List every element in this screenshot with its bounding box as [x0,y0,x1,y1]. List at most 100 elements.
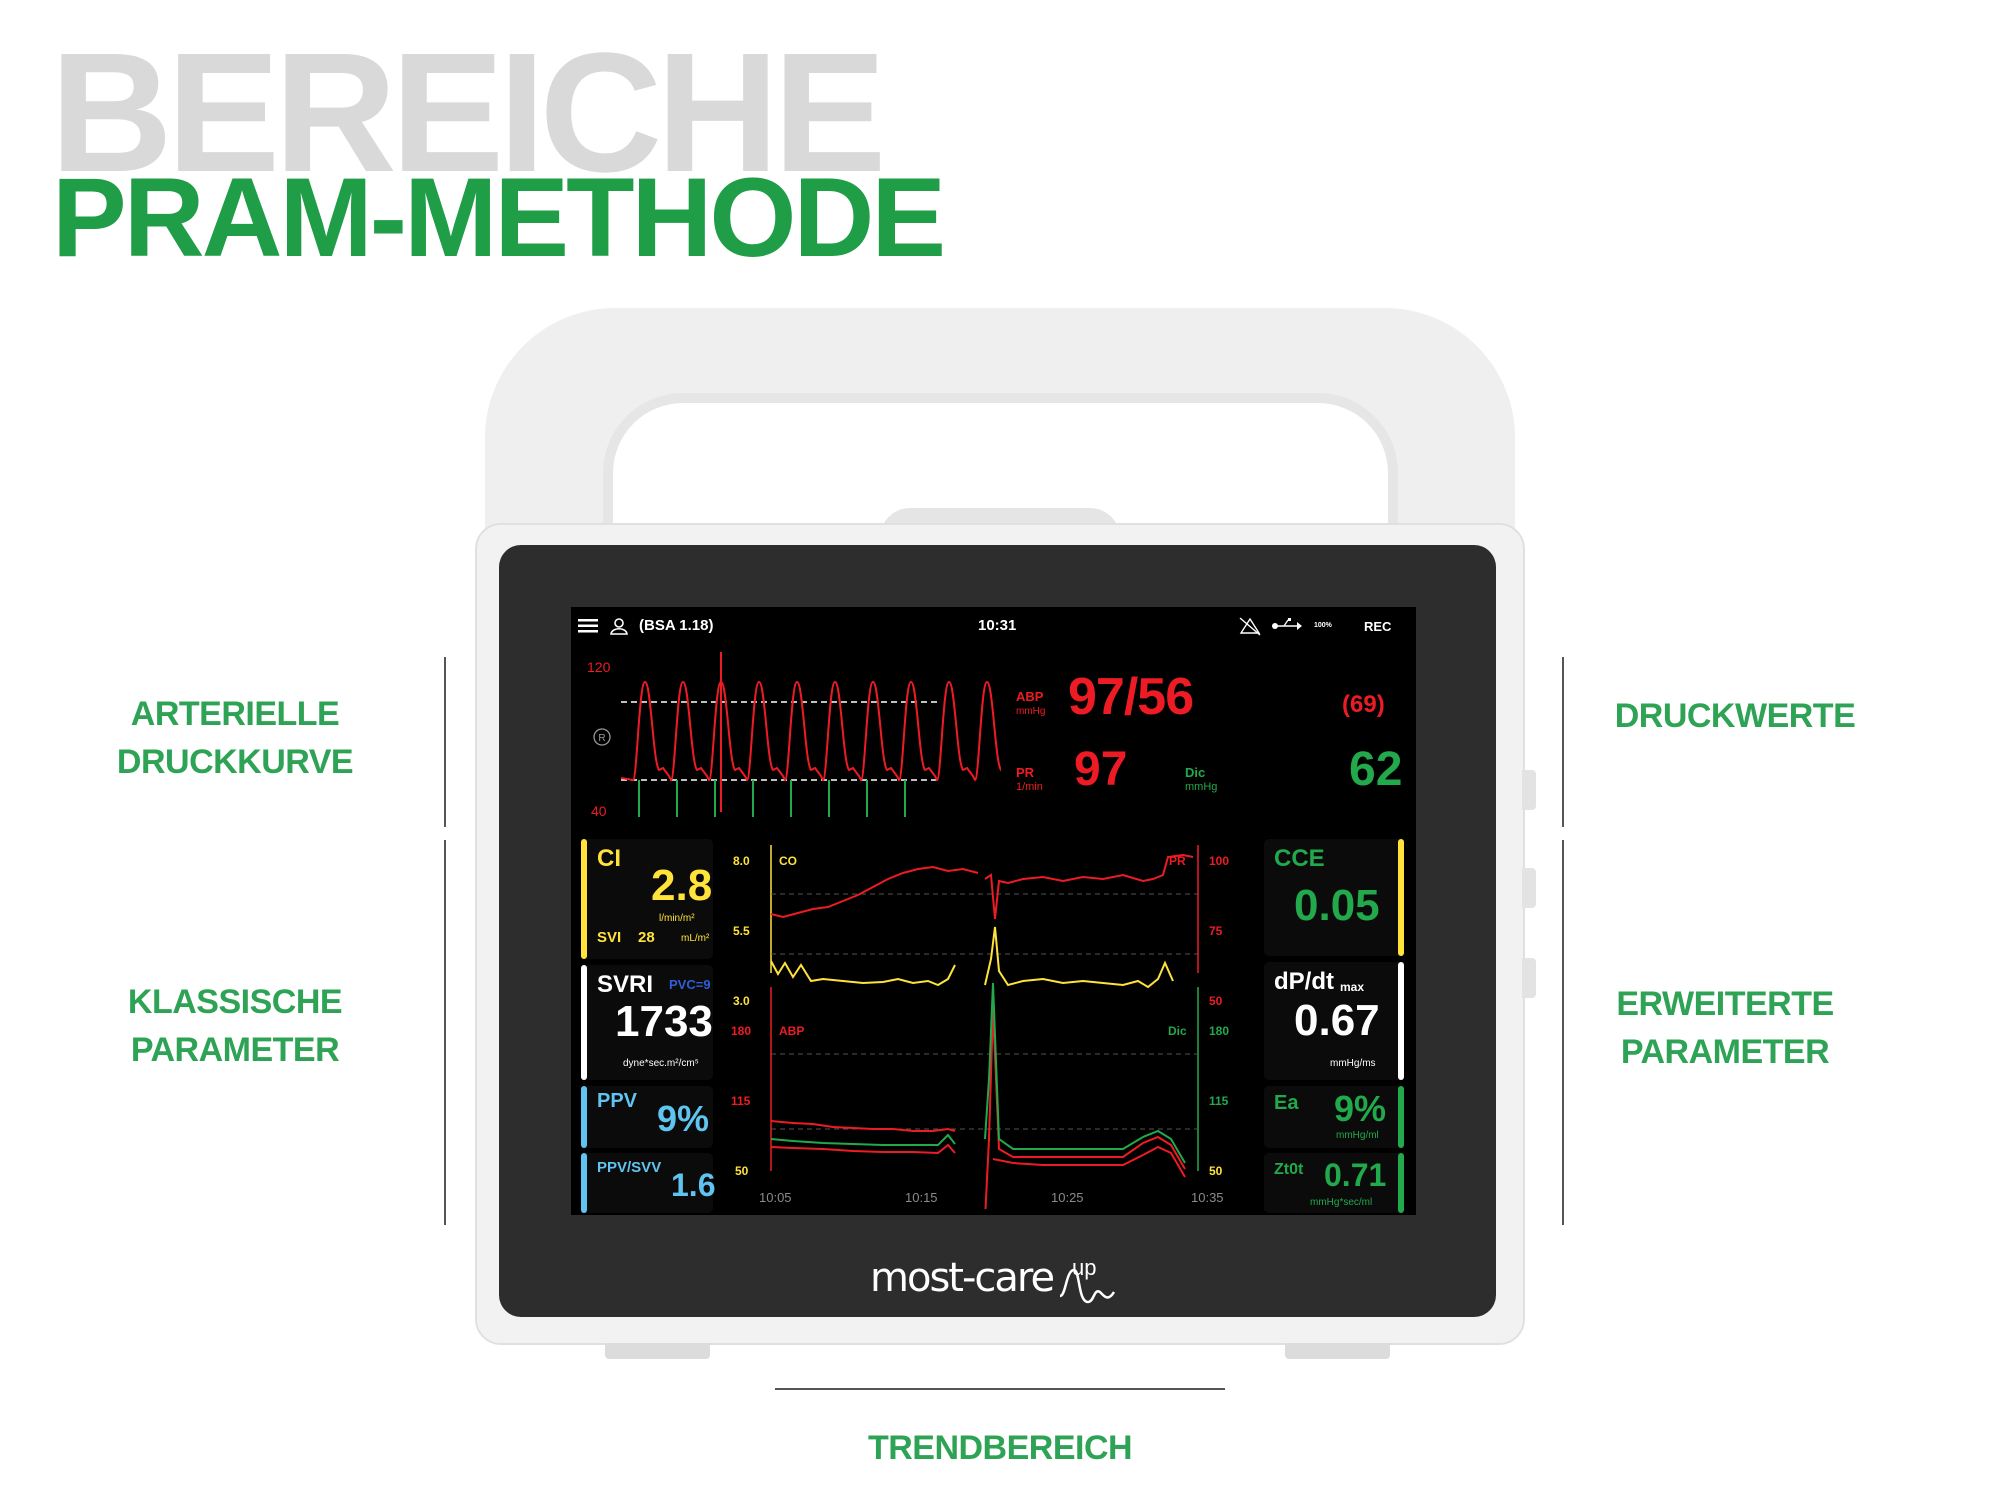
patient-icon[interactable] [609,616,629,636]
trend-tick-right-top-1: 75 [1209,924,1223,938]
device-side-button[interactable] [1522,770,1536,810]
dpdt-panel[interactable]: dP/dt max 0.67 mmHg/ms [1264,962,1404,1080]
bracket-pressure [1562,657,1564,827]
waveform-reference-icon[interactable]: R [593,728,611,746]
trend-pr-line-2 [984,853,1194,920]
dpdt-unit: mmHg/ms [1330,1058,1376,1069]
ppv-label: PPV [597,1090,638,1112]
ztot-label: Zt0t [1274,1161,1304,1178]
device-foot [605,1343,710,1359]
ea-label: Ea [1274,1092,1299,1114]
trend-pr-line [770,865,979,919]
svri-value: 1733 [615,997,713,1046]
ppv-panel[interactable]: PPV 9% [581,1086,713,1148]
trend-co-label: CO [779,854,797,868]
device-side-button[interactable] [1522,868,1536,908]
waveform-y-bottom: 40 [591,803,607,819]
ztot-panel[interactable]: Zt0t 0.71 mmHg*sec/ml [1264,1153,1404,1213]
label-pressure: DRUCKWERTE [1600,692,1870,740]
dic-unit: mmHg [1185,781,1218,793]
label-arterial-line2: DRUCKKURVE [116,743,354,781]
abp-unit: mmHg [1016,706,1046,717]
dpdt-label: dP/dt [1274,968,1334,995]
bracket-extended [1562,840,1564,1225]
heading-title: BEREICHE [50,18,886,208]
svi-label: SVI [597,929,622,946]
trend-tick-left-top-1: 5.5 [733,924,750,938]
rec-indicator[interactable]: REC [1364,619,1392,634]
trend-x-tick-2: 10:25 [1051,1190,1084,1205]
svri-panel[interactable]: SVRI PVC=9 1733 dyne*sec.m²/cm⁵ [581,965,713,1080]
label-pressure-line1: DRUCKWERTE [1614,697,1856,735]
ztot-unit: mmHg*sec/ml [1310,1197,1373,1208]
label-classic-line1: KLASSISCHE [127,983,343,1021]
pr-label: PR [1016,765,1035,780]
svi-unit: mL/m² [681,933,710,944]
trend-tick-right-top-2: 50 [1209,994,1223,1008]
waveform-reference-letter: R [598,733,605,744]
trend-chart[interactable]: 8.0 5.5 3.0 CO PR 100 75 50 180 115 50 A… [723,839,1259,1209]
ci-unit: l/min/m² [659,913,695,924]
dpdt-subscript: max [1340,980,1365,994]
trend-abp-label: ABP [779,1024,804,1038]
trend-dic-label: Dic [1168,1024,1187,1038]
ea-unit: mmHg/ml [1336,1130,1379,1141]
svi-value: 28 [638,929,655,946]
device-logo-suffix: up [1072,1255,1097,1280]
device-foot [1285,1343,1390,1359]
trend-x-tick-1: 10:15 [905,1190,938,1205]
waveform-trace [621,680,1001,782]
trend-tick-right-bottom-2: 50 [1209,1164,1223,1178]
label-extended-line2: PARAMETER [1620,1033,1830,1071]
battery-level: 100% [1314,622,1332,629]
trend-abp-min-line-2 [992,1145,1186,1178]
heading-subtitle: PRAM-METHODE [52,155,946,280]
label-arterial: ARTERIELLE DRUCKKURVE [95,690,375,786]
waveform-y-top: 120 [587,659,611,675]
cce-value: 0.05 [1294,881,1380,930]
ppvsvv-panel[interactable]: PPV/SVV 1.6 [581,1153,716,1213]
pr-unit: 1/min [1016,781,1043,793]
trend-tick-left-bottom-1: 115 [731,1094,751,1108]
trend-dic-line [770,1133,956,1146]
trend-dic-line-2 [984,982,1186,1164]
trend-co-line [770,960,956,987]
dpdt-value: 0.67 [1294,996,1380,1045]
trend-tick-right-bottom-0: 180 [1209,1024,1229,1038]
ea-panel[interactable]: Ea 9% mmHg/ml [1264,1086,1404,1148]
monitor-screen: (BSA 1.18) 10:31 100% REC 120 40 R ABP m… [571,607,1416,1215]
abp-label: ABP [1016,689,1044,704]
device-logo-wave-icon [1059,1268,1116,1304]
ztot-value: 0.71 [1324,1157,1387,1193]
ppv-value: 9% [657,1098,710,1139]
trend-x-tick-3: 10:35 [1191,1190,1224,1205]
trend-x-tick-0: 10:05 [759,1190,792,1205]
label-arterial-line1: ARTERIELLE [130,695,340,733]
trend-abp-min-line [770,1143,956,1155]
label-classic-line2: PARAMETER [130,1031,340,1069]
label-trend: TRENDBEREICH [867,1429,1133,1467]
cce-label: CCE [1274,845,1325,872]
abp-mean: (69) [1342,691,1385,718]
ea-value: 9% [1334,1088,1387,1129]
dic-label: Dic [1185,765,1206,780]
trend-abp-line-2 [984,1008,1186,1209]
ppvsvv-label: PPV/SVV [597,1159,662,1176]
usb-icon [1272,618,1302,630]
menu-icon[interactable] [578,618,600,634]
pr-value: 97 [1074,743,1128,796]
label-extended: ERWEITERTE PARAMETER [1590,980,1860,1076]
device-side-button[interactable] [1522,958,1536,998]
pvc-count: PVC=9 [669,977,711,992]
ci-panel[interactable]: CI 2.8 l/min/m² SVI 28 mL/m² [581,839,713,959]
alarm-off-icon[interactable] [1238,616,1262,636]
bracket-trend [775,1388,1225,1390]
arterial-waveform [621,652,1001,817]
cce-panel[interactable]: CCE 0.05 [1264,839,1404,956]
trend-tick-left-top-0: 8.0 [733,854,750,868]
bracket-arterial [444,657,446,827]
svri-label: SVRI [597,971,654,998]
trend-tick-left-bottom-2: 50 [735,1164,749,1178]
ppvsvv-value: 1.6 [671,1167,716,1203]
trend-co-line-2 [984,926,1174,989]
